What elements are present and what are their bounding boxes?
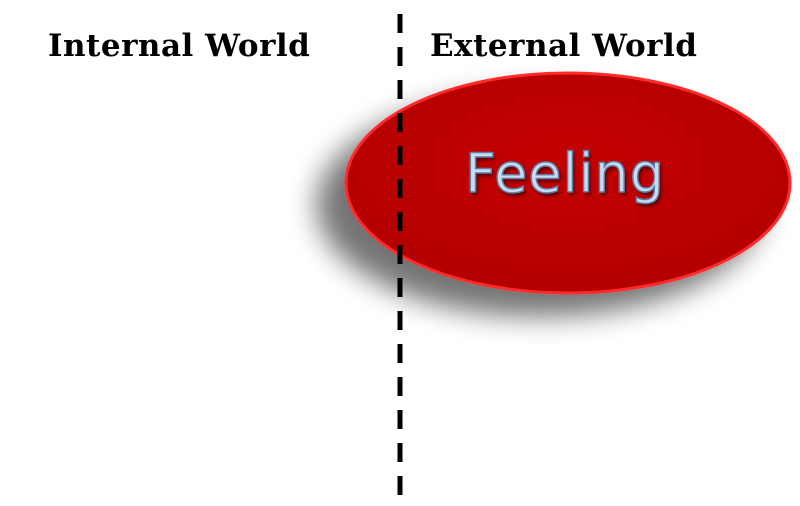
feeling-oval [344,71,792,295]
internal-world-heading: Internal World [48,28,311,64]
external-world-heading: External World [430,28,698,64]
feeling-label: Feeling [464,141,666,206]
